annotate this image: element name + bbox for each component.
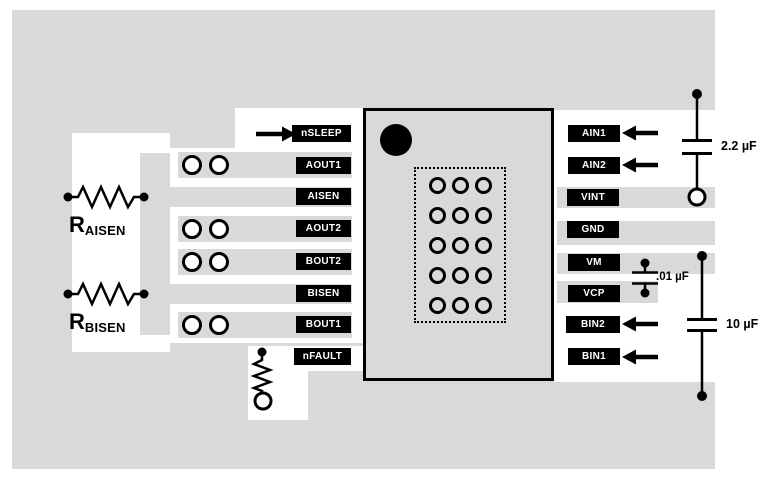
pin-box-bout1: BOUT1 — [296, 316, 351, 333]
output-pad-aout2-a — [182, 219, 202, 239]
resistor-label-bisen: RBISEN — [69, 309, 126, 335]
thermal-via — [475, 267, 492, 284]
trace-strip-sense — [140, 153, 170, 335]
thermal-via — [475, 237, 492, 254]
thermal-via — [429, 267, 446, 284]
pin-box-aout1: AOUT1 — [296, 157, 351, 174]
output-pad-bout2-b — [209, 252, 229, 272]
capacitor-value-10uf: 10 µF — [726, 317, 759, 331]
pin-box-aout2: AOUT2 — [296, 220, 351, 237]
resistor-subscript: AISEN — [84, 223, 126, 238]
thermal-via — [475, 207, 492, 224]
pin-box-vint: VINT — [567, 189, 619, 206]
pin-box-bout2: BOUT2 — [296, 253, 351, 270]
resistor-label-aisen: RAISEN — [69, 212, 126, 238]
resistor-symbol: R — [69, 309, 85, 334]
thermal-via — [452, 207, 469, 224]
thermal-via — [429, 237, 446, 254]
pin-box-nsleep: nSLEEP — [292, 125, 351, 142]
thermal-via — [475, 297, 492, 314]
thermal-via — [452, 297, 469, 314]
pin-box-vcp: VCP — [568, 285, 620, 302]
output-pad-aout2-b — [209, 219, 229, 239]
pin-box-gnd: GND — [567, 221, 619, 238]
routing-channel-output-rows — [170, 148, 363, 343]
pin-box-bin2: BIN2 — [566, 316, 620, 333]
capacitor-value-01uf: .01 µF — [656, 271, 689, 283]
output-pad-bout1-b — [209, 315, 229, 335]
thermal-via — [475, 177, 492, 194]
thermal-via — [429, 297, 446, 314]
thermal-via — [429, 207, 446, 224]
pin-box-ain1: AIN1 — [568, 125, 620, 142]
thermal-via — [429, 177, 446, 194]
pin-box-bin1: BIN1 — [568, 348, 620, 365]
output-pad-aout1-b — [209, 155, 229, 175]
pin-box-nfault: nFAULT — [294, 348, 351, 365]
routing-channel-right-side — [554, 110, 715, 382]
pin-box-ain2: AIN2 — [568, 157, 620, 174]
resistor-symbol: R — [69, 212, 85, 237]
pin-box-vm: VM — [568, 254, 620, 271]
thermal-via — [452, 177, 469, 194]
thermal-via — [452, 267, 469, 284]
pin-box-bisen: BISEN — [296, 285, 351, 302]
thermal-pad-outline — [414, 167, 506, 323]
output-pad-bout1-a — [182, 315, 202, 335]
resistor-subscript: BISEN — [84, 320, 126, 335]
output-pad-aout1-a — [182, 155, 202, 175]
output-pad-bout2-a — [182, 252, 202, 272]
pin-box-aisen: AISEN — [296, 188, 351, 205]
pin1-indicator-dot — [380, 124, 412, 156]
capacitor-value-2p2uf: 2.2 µF — [721, 139, 757, 153]
thermal-via — [452, 237, 469, 254]
